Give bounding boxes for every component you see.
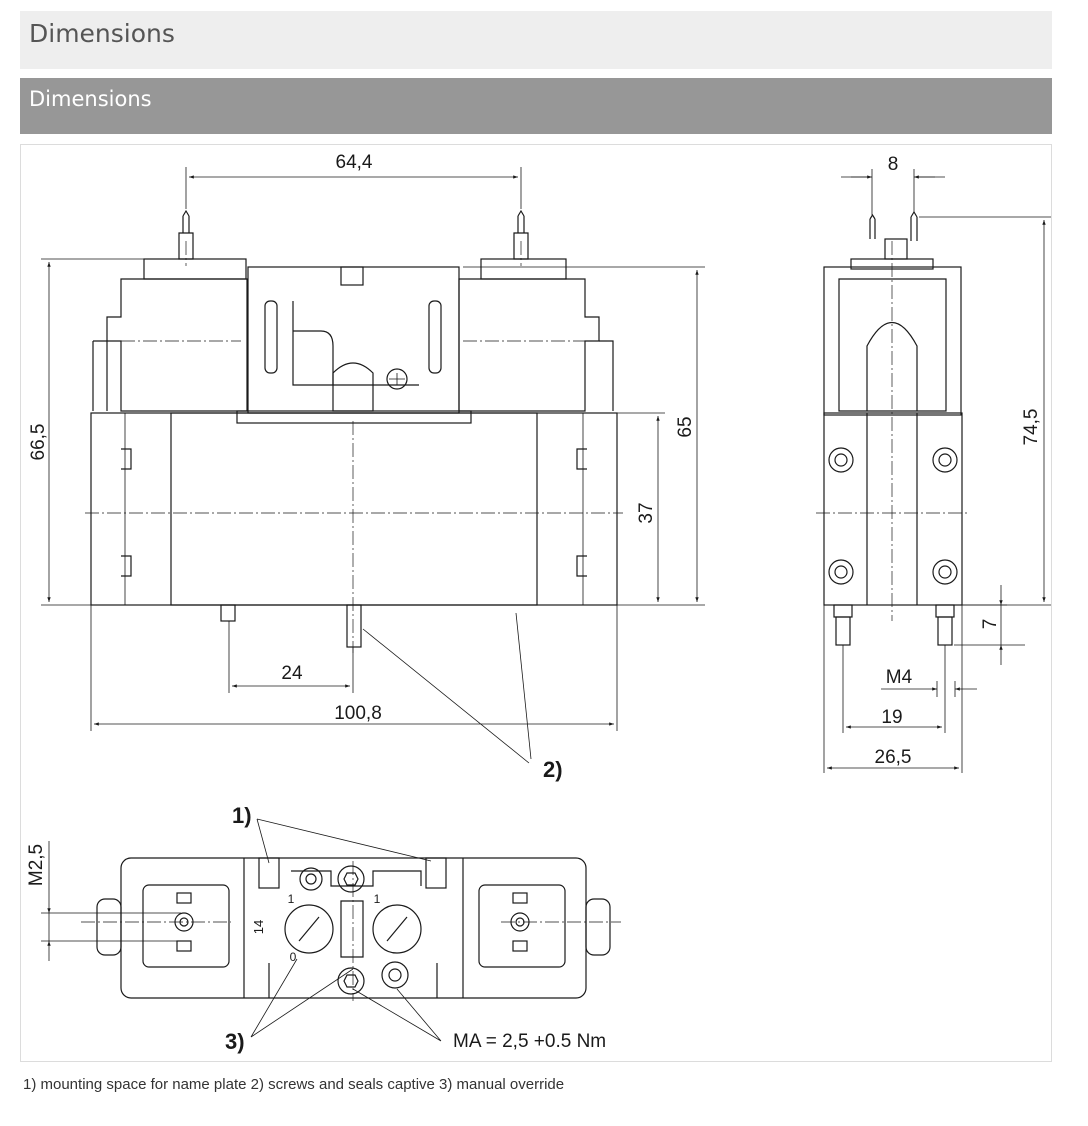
dim-thread: M4 <box>886 667 913 688</box>
svg-text:1: 1 <box>288 892 295 906</box>
callout-2: 2) <box>543 757 563 782</box>
dim-pin-length: 7 <box>980 619 1001 630</box>
callout-3: 3) <box>225 1029 245 1054</box>
page-title: Dimensions <box>20 11 1052 69</box>
callout-1: 1) <box>232 803 252 828</box>
side-view: 8 74,5 7 M4 19 26,5 <box>816 154 1051 773</box>
top-view: M2,5 14 1 1 0 1) 3) MA = 2,5 +0.5 Nm <box>26 803 621 1054</box>
dim-body-height: 65 <box>675 416 696 437</box>
dim-top-width: 64,4 <box>336 152 373 173</box>
dim-total-height: 66,5 <box>28 424 49 461</box>
torque-spec: MA = 2,5 +0.5 Nm <box>453 1031 606 1052</box>
front-view: 64,4 66,5 65 37 24 100,8 2) <box>28 152 705 782</box>
dim-port-offset: 24 <box>281 663 303 684</box>
port-label: 14 <box>251 920 266 934</box>
svg-text:1: 1 <box>374 892 381 906</box>
dim-overall-length: 100,8 <box>334 703 382 724</box>
dimension-drawing: 64,4 66,5 65 37 24 100,8 2) <box>20 144 1052 1062</box>
technical-drawing: 64,4 66,5 65 37 24 100,8 2) <box>26 152 1051 1054</box>
svg-text:0: 0 <box>290 950 297 964</box>
section-title: Dimensions <box>20 78 1052 134</box>
dim-port-spacing: 19 <box>881 707 902 728</box>
dim-side-height: 74,5 <box>1021 409 1042 446</box>
footnote: 1) mounting space for name plate 2) scre… <box>23 1076 565 1093</box>
dim-pin-spacing: 8 <box>888 154 899 175</box>
dim-side-width: 26,5 <box>875 747 912 768</box>
dim-mount-thread: M2,5 <box>26 844 47 886</box>
dim-base-height: 37 <box>636 502 657 523</box>
